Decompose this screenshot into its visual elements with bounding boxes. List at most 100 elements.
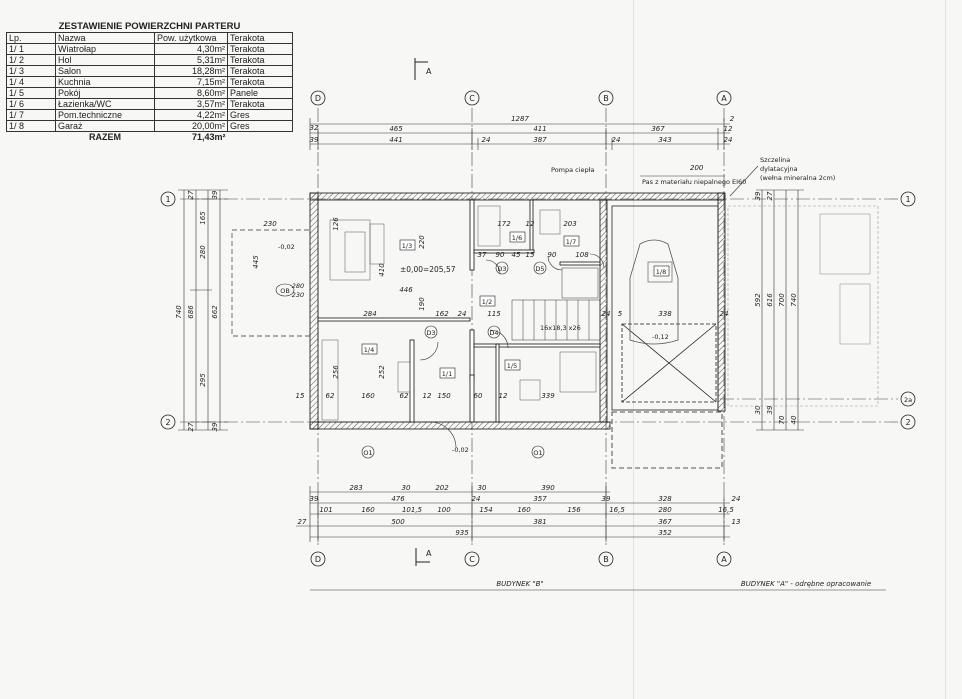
inner-dimension: 90 [496,251,505,259]
dimension-label: 27 [187,190,195,199]
dimension-label: 70 [778,415,786,424]
exterior-walls [309,192,726,430]
dimension-label: 39 [211,190,219,199]
inner-dimension: 252 [378,365,386,379]
axis-label-top: C [469,94,475,103]
area-schedule-table: ZESTAWIENIE POWIERZCHNI PARTERU Lp. Nazw… [6,22,293,142]
dimension-label: 13 [732,518,741,526]
dimension-label: 387 [533,136,547,144]
dimension-label: 381 [533,518,546,526]
axis-label-side: 2 [165,418,170,427]
inner-dimension: 446 [399,286,413,294]
dimension-label: 12 [724,125,733,133]
cell-lp: 1/ 8 [6,120,56,132]
inner-dimension: 62 [400,392,409,400]
label-level: -0,02 [452,446,469,454]
label-zero-level: ±0,00=205,57 [400,265,456,274]
inner-dimension: 256 [332,365,340,379]
axis-label-side: 2 [905,418,910,427]
inner-dimension: 220 [418,235,426,249]
inner-dimension: 162 [435,310,449,318]
dimension-label: 30 [402,484,411,492]
opening-tags [275,261,547,459]
garage-room [611,205,723,469]
building-a-outline [727,205,879,407]
opening-tag-label: O1 [533,449,542,457]
dimension-label: 156 [567,506,581,514]
room-tag-label: 1/1 [442,370,452,378]
label-expansion-joint: Szczelina [760,156,790,164]
room-tag-label: 1/5 [507,362,517,370]
section-mark-label: A [426,549,432,558]
dimension-label: 154 [479,506,492,514]
dimension-label: 935 [455,529,469,537]
dimension-label: 24 [724,136,733,144]
inner-dimension: 12 [499,392,508,400]
dimension-label: 160 [361,506,375,514]
room-tags [361,231,670,379]
dimension-lines-bottom [296,486,886,591]
dimension-label: 39 [754,191,762,200]
label-expansion-joint: (wełna mineralna 2cm) [760,174,835,182]
inner-dimension: 12 [526,220,535,228]
furniture [321,205,597,421]
dimension-label: 30 [478,484,487,492]
inner-dimension: 15 [296,392,305,400]
label-expansion-joint: dylatacyjna [760,165,798,173]
inner-dimension: 338 [658,310,672,318]
dimension-label: 100 [437,506,451,514]
inner-dimension: 203 [563,220,576,228]
dimension-label: 740 [790,293,798,307]
dimension-label: 39 [310,495,319,503]
dimension-label: 343 [658,136,671,144]
dimension-label: 30 [754,405,762,414]
inner-dimension: 230 [292,291,304,299]
dimension-label: 24 [472,495,481,503]
dimension-label: 1287 [511,115,529,123]
cell-area: 20,00m² [154,120,228,132]
paper-fold [633,0,634,699]
dimension-label: 411 [533,125,546,133]
dimension-lines-left [178,189,228,431]
room-tag-label: 1/3 [402,242,412,250]
inner-dimension: 108 [575,251,589,259]
axis-label-top: D [315,94,321,103]
paper-fold [945,0,946,699]
label-fire-strip-dim: 200 [690,164,704,172]
bay-dimension: 445 [252,255,260,269]
opening-tag-label: D3 [426,329,435,337]
dimension-label: 352 [658,529,672,537]
inner-dimension: 150 [437,392,451,400]
room-tag-label: 1/8 [656,268,666,276]
dimension-label: 101 [319,506,332,514]
inner-dimension: 126 [332,217,340,231]
dimension-label: 367 [658,518,672,526]
opening-tag-label: D4 [489,329,498,337]
dimension-label: 283 [349,484,362,492]
dimension-label: 160 [517,506,531,514]
dimension-label: 441 [389,136,402,144]
label-heat-pump: Pompa ciepła [551,166,595,174]
opening-tag-label: O1 [363,449,372,457]
dimension-label: 39 [766,405,774,414]
total-value: 71,43m² [191,132,226,142]
section-mark-label: A [426,67,432,76]
dimension-label: 27 [766,191,774,200]
dimension-label: 16,5 [609,506,625,514]
dimension-label: 280 [199,245,207,259]
dimension-label: 24 [482,136,491,144]
dimension-label: 686 [187,305,195,319]
inner-dimension: 410 [378,263,386,277]
dimension-label: 476 [391,495,405,503]
dimension-label: 328 [658,495,672,503]
annotation-leaders [640,165,759,197]
dimension-label: 27 [298,518,307,526]
dimension-label: 662 [211,305,219,319]
inner-dimension: 12 [423,392,432,400]
dimension-lines-top [309,118,730,150]
inner-dimension: 15 [526,251,535,259]
